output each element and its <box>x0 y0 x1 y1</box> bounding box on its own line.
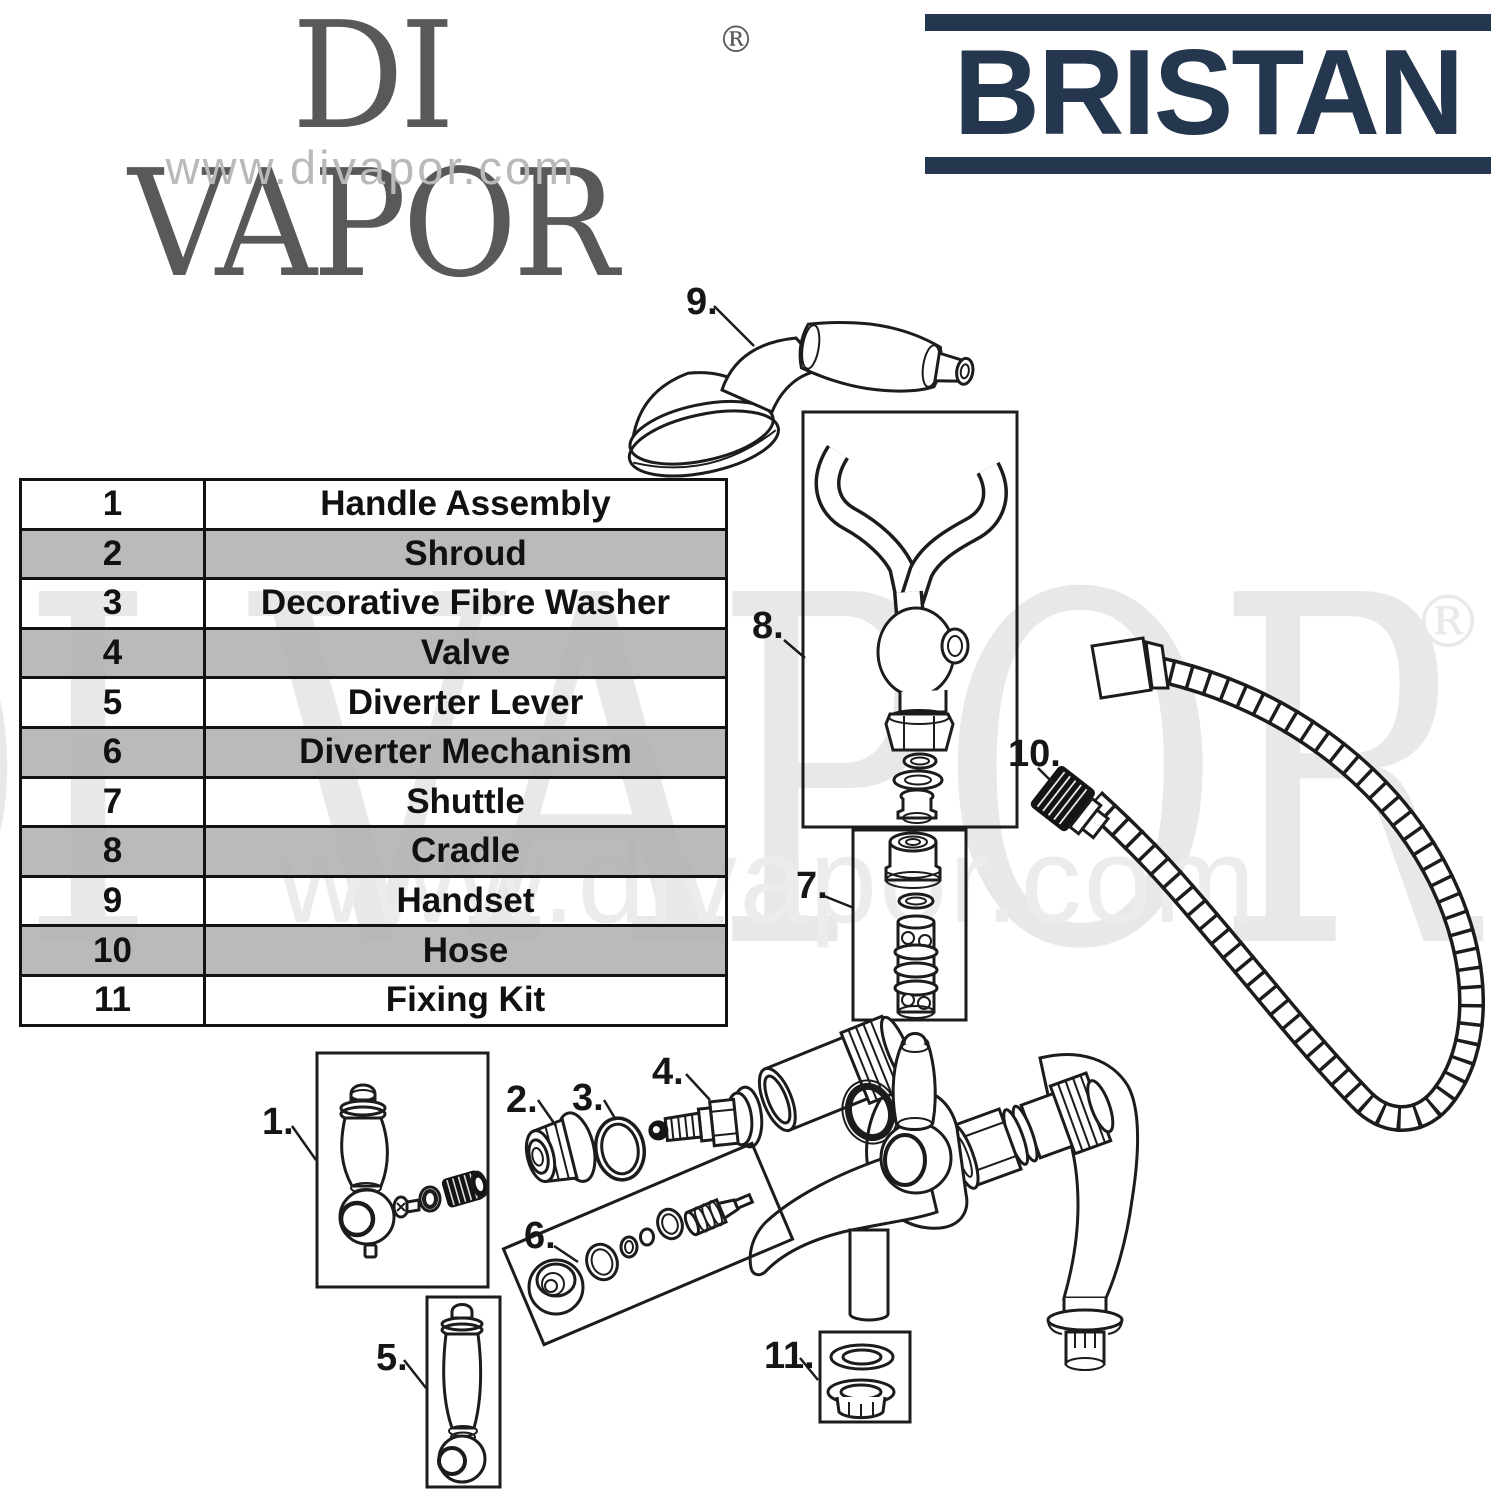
part-name: Handset <box>203 874 728 928</box>
table-row: 6 Diverter Mechanism <box>19 725 728 779</box>
label-diverter-mechanism: 6. <box>524 1215 556 1257</box>
part-name: Handle Assembly <box>203 478 728 531</box>
handset-part <box>627 320 975 478</box>
shuttle-box <box>851 828 968 1022</box>
shroud-part <box>524 1111 597 1184</box>
part-number: 7 <box>19 775 206 829</box>
parts-table: 1 Handle Assembly 2 Shroud 3 Decorative … <box>19 478 728 1027</box>
shuttle-part <box>851 828 968 1022</box>
part-number: 2 <box>19 527 206 581</box>
table-row: 11 Fixing Kit <box>19 973 728 1027</box>
cradle-box <box>801 410 1019 829</box>
bristan-logo-bottom-bar <box>925 157 1491 174</box>
table-row: 3 Decorative Fibre Washer <box>19 577 728 630</box>
divapor-registered-icon: ® <box>718 20 754 61</box>
part-number: 6 <box>19 725 206 779</box>
part-name: Diverter Mechanism <box>203 725 728 779</box>
fixing-kit-part <box>818 1330 912 1424</box>
label-valve: 4. <box>652 1051 684 1093</box>
divapor-website-url: www.divapor.com <box>165 141 577 194</box>
part-name: Decorative Fibre Washer <box>203 577 728 630</box>
part-name: Cradle <box>203 825 728 878</box>
hose-part <box>1030 636 1485 1132</box>
diverter-mechanism-box <box>501 1141 795 1347</box>
label-shroud: 2. <box>506 1079 538 1121</box>
label-fixing-kit: 11. <box>764 1335 815 1377</box>
divapor-logo: DI VAPOR <box>128 0 618 310</box>
part-number: 10 <box>19 924 206 977</box>
part-number: 5 <box>19 676 206 729</box>
bristan-logo: BRISTAN <box>953 24 1465 160</box>
table-row: 1 Handle Assembly <box>19 478 728 531</box>
table-row: 5 Diverter Lever <box>19 676 728 729</box>
part-name: Diverter Lever <box>203 676 728 729</box>
part-number: 9 <box>19 874 206 928</box>
part-name: Valve <box>203 626 728 680</box>
hose-top-connector <box>1090 636 1153 700</box>
part-number: 3 <box>19 577 206 630</box>
leader-lines <box>290 305 1055 1389</box>
fibre-washer-part <box>594 1116 646 1182</box>
bristan-logo-top-bar <box>925 14 1491 31</box>
handle-assembly-box <box>315 1051 490 1289</box>
background-watermark-registered-icon: ® <box>1412 580 1484 664</box>
part-name: Fixing Kit <box>203 973 728 1027</box>
fixing-kit-box <box>818 1330 912 1424</box>
table-row: 9 Handset <box>19 874 728 928</box>
part-number: 8 <box>19 825 206 878</box>
part-number: 4 <box>19 626 206 680</box>
diverter-lever-part <box>425 1295 502 1489</box>
part-name: Shroud <box>203 527 728 581</box>
part-name: Shuttle <box>203 775 728 829</box>
spout <box>748 1156 939 1277</box>
label-handle-assembly: 1. <box>262 1101 294 1143</box>
diverter-lever-box <box>425 1295 502 1489</box>
valve-part <box>648 1085 764 1149</box>
tap-body <box>748 1014 1140 1371</box>
table-row: 4 Valve <box>19 626 728 680</box>
table-row: 10 Hose <box>19 924 728 977</box>
part-number: 1 <box>19 478 206 531</box>
label-shuttle: 7. <box>796 865 828 907</box>
label-cradle: 8. <box>752 605 784 647</box>
hose-black-connector <box>1030 765 1111 840</box>
table-row: 7 Shuttle <box>19 775 728 829</box>
label-handset: 9. <box>686 281 718 323</box>
part-number: 11 <box>19 973 206 1027</box>
right-valve-housing <box>939 1071 1115 1190</box>
diverter-mechanism-part <box>501 1141 795 1347</box>
table-row: 2 Shroud <box>19 527 728 581</box>
handle-insert <box>441 1170 488 1208</box>
label-fibre-washer: 3. <box>572 1077 604 1119</box>
label-hose: 10. <box>1008 733 1061 775</box>
part-name: Hose <box>203 924 728 977</box>
table-row: 8 Cradle <box>19 825 728 878</box>
label-diverter-lever: 5. <box>376 1337 408 1379</box>
cradle-part <box>801 410 1019 829</box>
handle-assembly-part <box>315 1051 490 1289</box>
